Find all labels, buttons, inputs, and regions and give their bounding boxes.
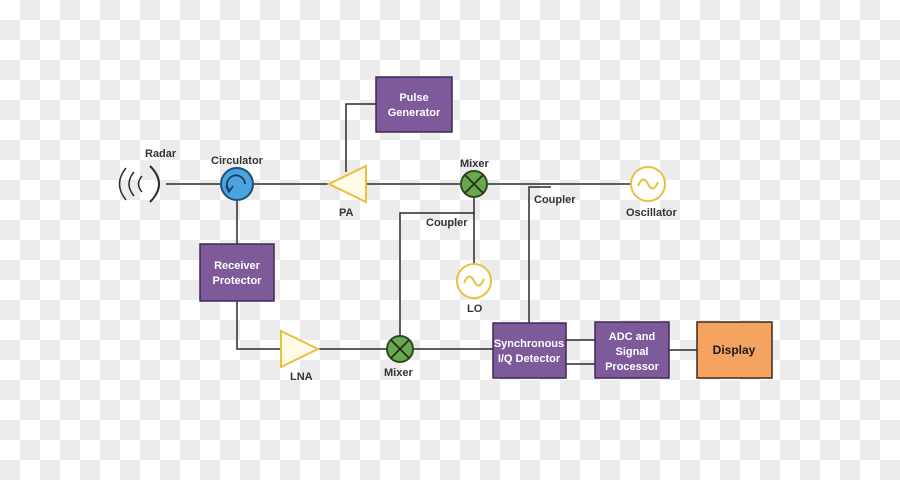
adc-label-line1: ADC and bbox=[609, 331, 655, 343]
adc-label-line2: Signal bbox=[615, 346, 648, 358]
sync-iq-detector-block: Synchronous I/Q Detector bbox=[492, 322, 567, 379]
lo-label: LO bbox=[467, 303, 483, 315]
pulse-generator-label-line1: Pulse bbox=[399, 92, 428, 104]
connection-wires bbox=[166, 103, 697, 365]
radar-label: Radar bbox=[145, 148, 177, 160]
receiver-protector-block: Receiver Protector bbox=[199, 243, 275, 302]
mixer-top-icon bbox=[460, 170, 488, 198]
lna-label: LNA bbox=[290, 371, 313, 383]
wire-pulsegen-pa bbox=[345, 103, 376, 172]
mixer-bottom-icon bbox=[386, 335, 414, 363]
pulse-generator-label-line2: Generator bbox=[388, 107, 441, 119]
pa-label: PA bbox=[339, 207, 354, 219]
display-label: Display bbox=[713, 343, 756, 357]
adc-signal-processor-block: ADC and Signal Processor bbox=[594, 321, 670, 379]
mixer-bottom-label: Mixer bbox=[384, 367, 413, 379]
display-block: Display bbox=[696, 321, 773, 379]
coupler-left-label: Coupler bbox=[426, 217, 468, 229]
circulator-icon bbox=[220, 167, 254, 201]
lo-source-icon bbox=[456, 263, 492, 299]
wire-coupler-left bbox=[399, 212, 474, 336]
mixer-top-label: Mixer bbox=[460, 158, 489, 170]
lna-amplifier-icon bbox=[280, 329, 321, 369]
coupler-right-label: Coupler bbox=[534, 194, 576, 206]
wire-coupler-right bbox=[528, 186, 551, 323]
adc-label-line3: Processor bbox=[605, 361, 660, 373]
wire-protector-lna bbox=[236, 301, 281, 350]
pulse-generator-block: Pulse Generator bbox=[375, 76, 453, 133]
sync-detector-label-line2: I/Q Detector bbox=[498, 353, 561, 365]
receiver-protector-label-line2: Protector bbox=[213, 275, 263, 287]
pa-amplifier-icon bbox=[326, 164, 367, 204]
radar-antenna-icon bbox=[118, 165, 160, 203]
circulator-label: Circulator bbox=[211, 155, 264, 167]
receiver-protector-label-line1: Receiver bbox=[214, 260, 261, 272]
oscillator-label: Oscillator bbox=[626, 207, 677, 219]
oscillator-source-icon bbox=[630, 166, 666, 202]
sync-detector-label-line1: Synchronous bbox=[494, 338, 564, 350]
